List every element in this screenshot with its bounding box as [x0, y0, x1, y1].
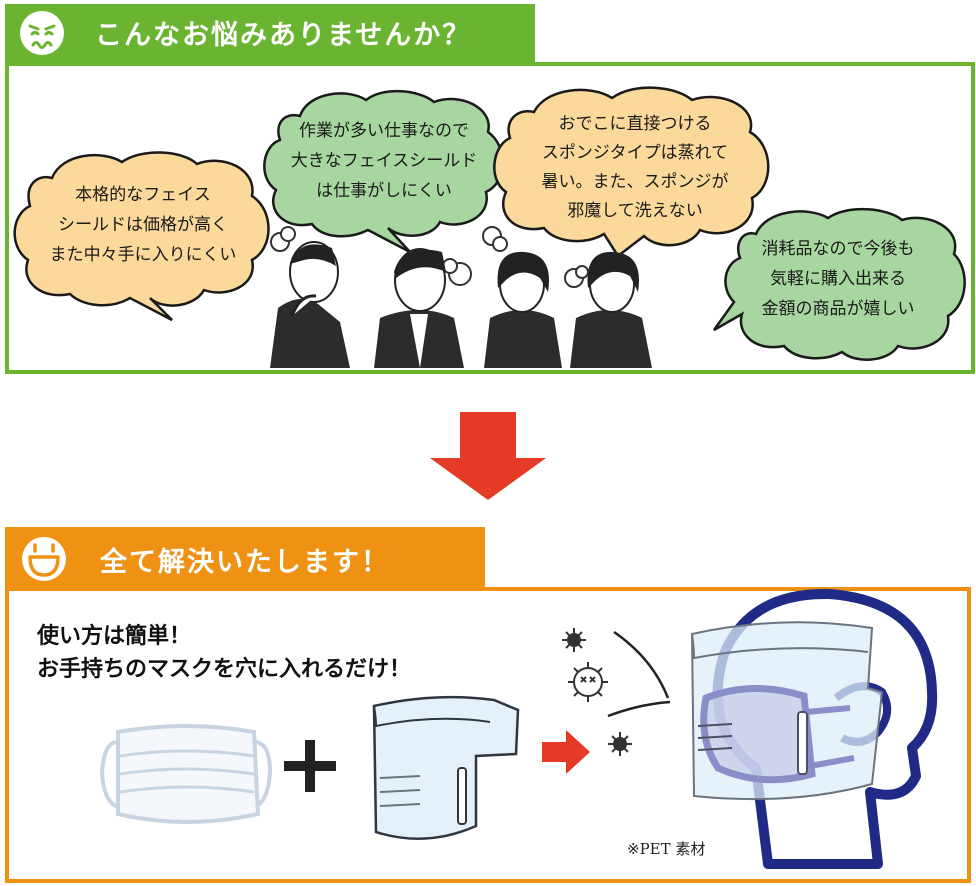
speech-bubble-big-shield-shape: [263, 89, 504, 254]
germ-icon: [568, 662, 608, 702]
solution-header-tab: [5, 527, 485, 587]
face-mask-illustration: [99, 724, 273, 824]
bubble-big-text: 作業が多い仕事なので 大きなフェイスシールド は仕事がしにくい: [264, 116, 504, 206]
bubble-sponge-line: スポンジタイプは蒸れて: [541, 143, 729, 163]
plus-icon: [284, 740, 336, 792]
bubble-cost-line: 気軽に購入出来る: [770, 269, 906, 289]
germ-icon: [562, 628, 586, 652]
stress-cloud-icon: [270, 226, 589, 288]
speech-bubble-cost-shape: [712, 207, 966, 361]
bubble-big-line: 大きなフェイスシールド: [290, 151, 478, 171]
speech-bubble-sponge-shape: [493, 86, 770, 258]
germs-illustration: [562, 628, 671, 756]
head-wearing-shield-illustration: [690, 588, 938, 869]
bubble-cost-line: 金額の商品が嬉しい: [761, 299, 915, 319]
bubble-price-line: 本格的なフェイス: [75, 185, 211, 205]
speech-bubble-price-shape: [13, 151, 270, 322]
bubble-sponge-line: おでこに直接つける: [558, 114, 712, 134]
bubble-sponge-text: おでこに直接つける スポンジタイプは蒸れて 暑い。また、スポンジが 邪魔して洗え…: [494, 110, 776, 226]
problems-panel: [5, 62, 975, 374]
bubble-cost-line: 消耗品なので今後も: [761, 239, 915, 259]
germ-icon: [608, 732, 632, 756]
right-arrow-icon: [542, 730, 590, 774]
down-arrow-icon: [430, 412, 546, 500]
speech-bubble-cost: 消耗品なので今後も 気軽に購入出来る 金額の商品が嬉しい: [712, 206, 966, 361]
bubble-price-line: また中々手に入りにくい: [49, 245, 237, 265]
problems-title: こんなお悩みありませんか？: [95, 20, 472, 51]
bubble-big-line: は仕事がしにくい: [316, 181, 452, 201]
solution-title: 全て解決いたします！: [100, 547, 390, 578]
speech-bubble-big-shield: 作業が多い仕事なので 大きなフェイスシールド は仕事がしにくい: [263, 88, 504, 254]
instruction-line-1: 使い方は簡単！: [37, 624, 192, 649]
bubble-price-text: 本格的なフェイス シールドは価格が高く また中々手に入りにくい: [12, 180, 274, 270]
person-hand-on-chin: [270, 241, 350, 368]
bubble-cost-text: 消耗品なので今後も 気軽に購入出来る 金額の商品が嬉しい: [712, 234, 964, 324]
bubble-price-line: シールドは価格が高く: [58, 215, 228, 235]
smile-face-icon: [20, 533, 68, 587]
solution-panel: [5, 587, 971, 883]
bubble-big-line: 作業が多い仕事なので: [299, 121, 469, 141]
person-frowning-man: [374, 248, 464, 368]
bubble-sponge-line: 邪魔して洗えない: [567, 201, 703, 221]
problems-header-tab: [5, 4, 535, 62]
worried-people-illustration: [270, 226, 652, 368]
face-shield-illustration: [372, 695, 520, 840]
worried-face-icon: [18, 9, 66, 61]
speech-bubble-sponge: おでこに直接つける スポンジタイプは蒸れて 暑い。また、スポンジが 邪魔して洗え…: [493, 86, 776, 258]
material-note: ※PET 素材: [627, 840, 706, 858]
person-sad-woman: [570, 251, 652, 368]
bubble-sponge-line: 暑い。また、スポンジが: [541, 172, 729, 192]
instruction-line-2: お手持ちのマスクを穴に入れるだけ！: [37, 657, 412, 682]
speech-bubble-price: 本格的なフェイス シールドは価格が高く また中々手に入りにくい: [12, 148, 274, 322]
person-downcast-woman: [484, 251, 562, 368]
